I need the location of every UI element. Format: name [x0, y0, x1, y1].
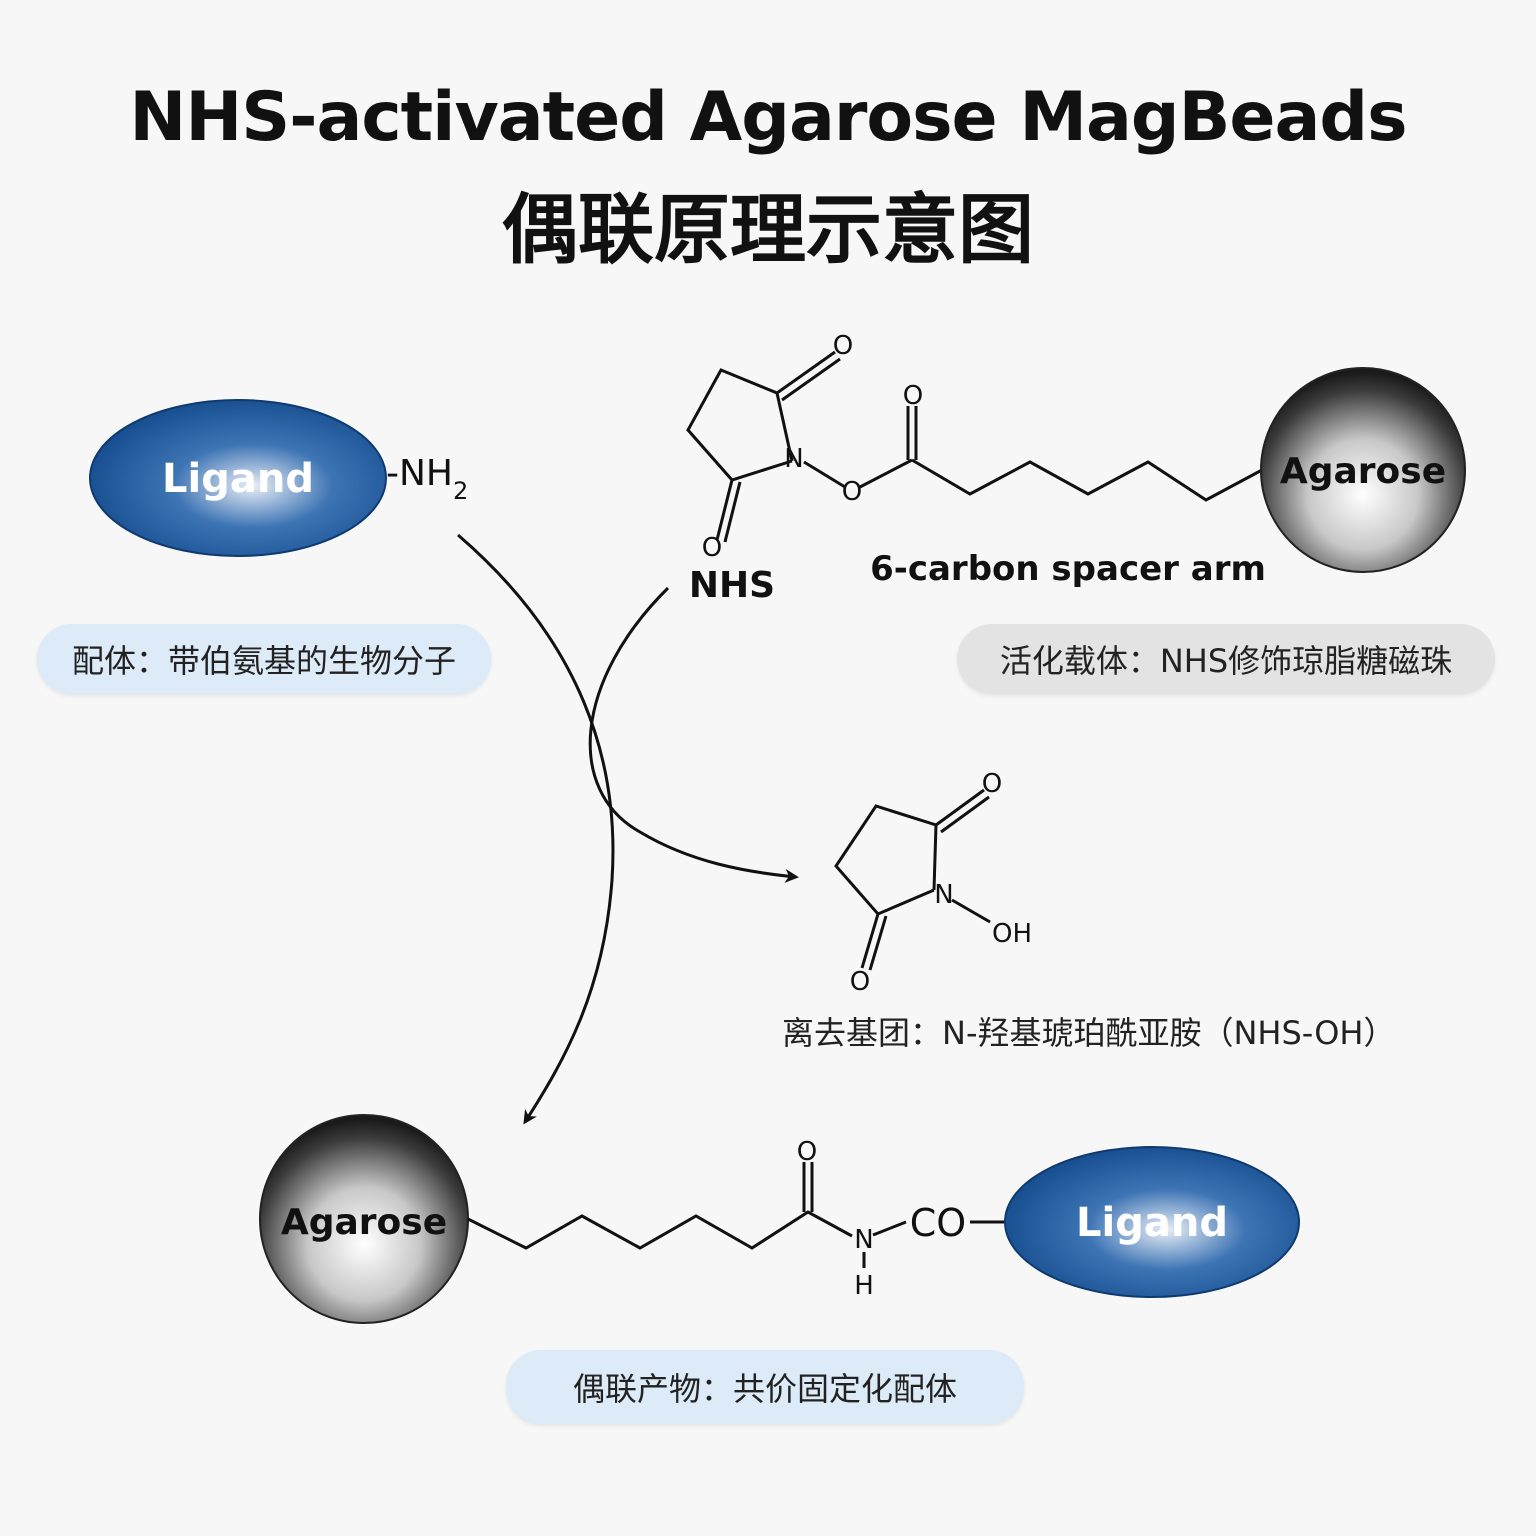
product-structure — [467, 1162, 1006, 1268]
diagram-title-english: NHS-activated Agarose MagBeads — [129, 78, 1407, 157]
product-spacer-chain — [467, 1210, 853, 1250]
agarose-bead-top: Agarose — [1260, 367, 1466, 573]
agarose-bead-label: Agarose — [281, 1202, 447, 1243]
nhs-carbonyl-bottom-bond — [715, 479, 734, 541]
atom-n: N — [784, 444, 803, 474]
leaving-group-caption: 离去基团：N-羟基琥珀酰亚胺（NHS-OH） — [782, 1014, 1396, 1052]
leaving-group-atoms: O N O OH — [850, 769, 1032, 997]
atom-o: O — [842, 477, 862, 507]
ligand-label: Ligand — [162, 456, 314, 502]
atom-oh: OH — [992, 919, 1032, 949]
ligand-caption: 配体：带伯氨基的生物分子 — [37, 624, 491, 694]
carbonyl-group-label: CO — [910, 1201, 966, 1245]
atom-o: O — [850, 967, 870, 997]
agarose-bead-bottom: Agarose — [259, 1114, 469, 1324]
atom-o: O — [702, 533, 722, 563]
activated-support-atoms: O O N O O NHS 6-carbon spacer arm — [689, 331, 1266, 606]
atom-n: N — [854, 1225, 873, 1255]
atom-o: O — [833, 331, 853, 361]
ligand-product: Ligand — [1004, 1146, 1300, 1298]
diagram-title-chinese: 偶联原理示意图 — [502, 185, 1034, 274]
nhs-ring-bonds — [686, 368, 794, 482]
product-caption: 偶联产物：共价固定化配体 — [506, 1350, 1024, 1424]
amine-group: -NH2 — [386, 453, 468, 505]
spacer-arm-label: 6-carbon spacer arm — [870, 549, 1266, 589]
nhs-oh-ring-bonds — [834, 804, 938, 916]
ligand-reactant: Ligand -NH2 — [89, 399, 468, 557]
atom-h: H — [854, 1271, 874, 1301]
reaction-arrow-to-product — [457, 533, 615, 1125]
atom-o: O — [982, 769, 1002, 799]
nhs-carbonyl-top-bond — [776, 350, 836, 395]
o-c-bond — [859, 458, 913, 489]
n-co-bond — [872, 1220, 907, 1237]
ligand-ellipse — [89, 399, 387, 557]
n-oh-bond — [951, 898, 991, 924]
leaving-group-structure — [834, 788, 991, 971]
activated-support-caption: 活化载体：NHS修饰琼脂糖磁珠 — [957, 624, 1495, 694]
activated-support-structure — [686, 350, 1263, 543]
ligand-label: Ligand — [1076, 1200, 1228, 1246]
atom-o: O — [903, 381, 923, 411]
ligand-ellipse — [1004, 1146, 1300, 1298]
product-atoms: O N H CO — [797, 1137, 966, 1301]
atom-n: N — [934, 880, 953, 910]
spacer-arm-chain — [911, 458, 1263, 502]
nhs-label: NHS — [689, 565, 775, 606]
reaction-arrow-to-leaving-group — [588, 586, 799, 883]
atom-o: O — [797, 1137, 817, 1167]
n-o-bond — [803, 460, 846, 489]
agarose-bead-circle — [1260, 367, 1466, 573]
agarose-bead-label: Agarose — [1280, 451, 1446, 492]
amine-subscript: 2 — [453, 477, 468, 505]
